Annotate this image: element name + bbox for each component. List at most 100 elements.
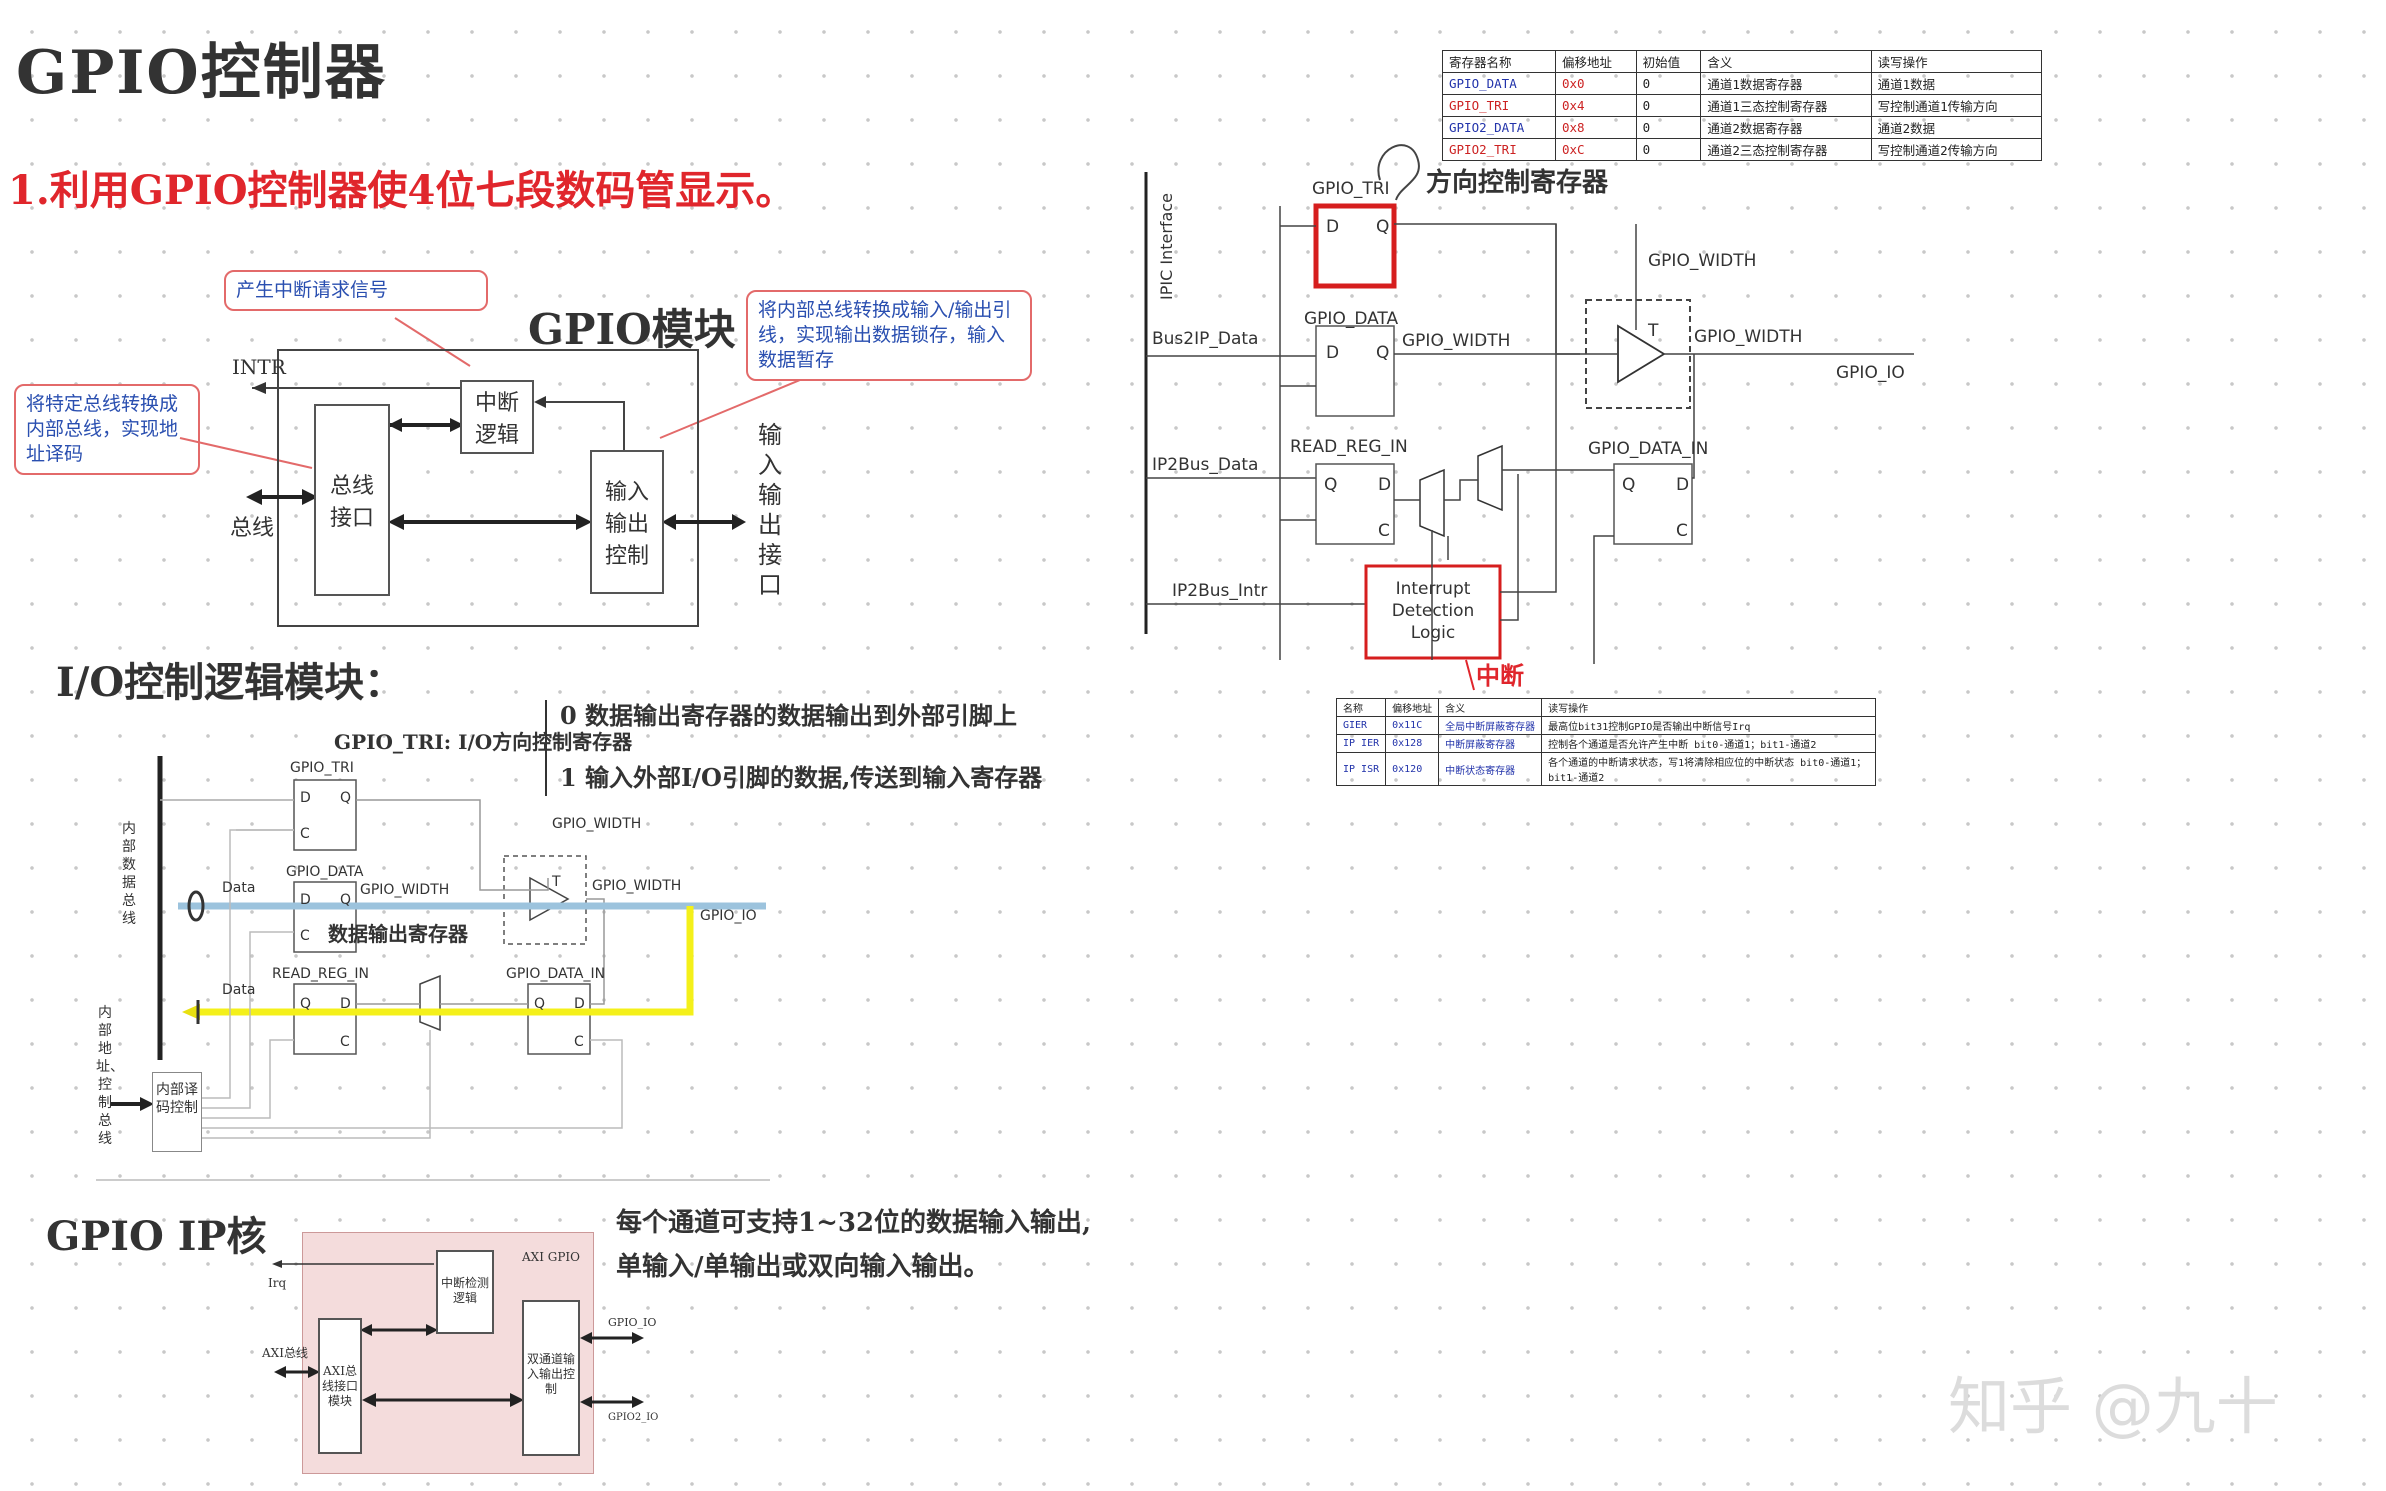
axi-bus-label: AXI总线 (262, 1346, 308, 1360)
table-row: GIER 0x11C 全局中断屏蔽寄存器 最高位bit31控制GPIO是否输出中… (1335, 716, 1876, 735)
gpio-io-label: GPIO_IO (700, 908, 757, 924)
ipic-datain-d: D (1676, 475, 1689, 495)
ipic-buffer-t: T (1647, 321, 1659, 341)
ipic-tri-d: D (1326, 217, 1339, 237)
ipic-gpio-data-label: GPIO_DATA (1304, 309, 1398, 329)
th-init: 初始值 (1635, 50, 1702, 73)
ip-core-title: GPIO IP核 (46, 1213, 267, 1260)
table-row: GPIO2_TRI 0xC 0 通道2三态控制寄存器 写控制通道2传输方向 (1442, 138, 2043, 161)
interrupt-detection-logic-label: Interrupt Detection Logic (1391, 579, 1475, 643)
table-row: GPIO_TRI 0x4 0 通道1三态控制寄存器 写控制通道1传输方向 (1442, 94, 2043, 117)
gpio-io-port-label: GPIO_IO (608, 1316, 657, 1329)
ipic-gpio-data-in-label: GPIO_DATA_IN (1588, 439, 1708, 459)
bus-interface-block: 总线接口 (314, 404, 390, 596)
gpio-tri-label: GPIO_TRI (290, 760, 354, 776)
read-reg-in-label: READ_REG_IN (272, 966, 369, 982)
dual-channel-label: 双通道输入输出控制 (526, 1352, 575, 1396)
datain-q-label: Q (534, 996, 545, 1012)
data-label-1: Data (222, 880, 255, 896)
ith-meaning: 含义 (1438, 698, 1543, 717)
ith-offset: 偏移地址 (1385, 698, 1440, 717)
io-control-block: 输入输出控制 (590, 450, 664, 594)
read-c-label: C (340, 1034, 350, 1050)
ipic-gpio-width-1: GPIO_WIDTH (1648, 251, 1756, 271)
ip-core-note-2: 单输入/单输出或双向输入输出。 (616, 1252, 990, 1282)
decoder-label: 内部译码控制 (156, 1082, 198, 1116)
callout-interrupt: 产生中断请求信号 (224, 270, 488, 311)
datain-c-label: C (574, 1034, 584, 1050)
ith-name: 名称 (1335, 698, 1387, 717)
dual-channel-block: 双通道输入输出控制 (522, 1300, 580, 1456)
data-d-label: D (300, 892, 311, 908)
irq-label: Irq (268, 1276, 287, 1290)
tri-register-note: GPIO_TRI: I/O方向控制寄存器 (334, 730, 633, 754)
ipic-read-reg-in-label: READ_REG_IN (1290, 437, 1408, 457)
datain-d-label: D (574, 996, 585, 1012)
zhihu-watermark: 知乎 @九十 (1948, 1370, 2278, 1443)
interrupt-register-table: 名称 偏移地址 含义 读写操作 GIER 0x11C 全局中断屏蔽寄存器 最高位… (1335, 698, 1876, 786)
gpio-width-label-3: GPIO_WIDTH (592, 878, 681, 894)
ipic-tri-q: Q (1376, 217, 1389, 237)
interrupt-logic-block: 中断逻辑 (460, 380, 534, 454)
interrupt-note: 中断 (1476, 661, 1524, 690)
gpio-width-label-2: GPIO_WIDTH (360, 882, 449, 898)
ipic-gpio-width-2: GPIO_WIDTH (1402, 331, 1510, 351)
table-row: GPIO2_DATA 0x8 0 通道2数据寄存器 通道2数据 (1442, 116, 2043, 139)
axi-interface-label: AXI总线接口模块 (321, 1364, 358, 1408)
ip-core-note-1: 每个通道可支持1~32位的数据输入输出, (616, 1208, 1092, 1238)
bus-interface-label: 总线接口 (329, 474, 374, 531)
tri-q-label: Q (340, 790, 351, 806)
ip2bus-intr-label: IP2Bus_Intr (1172, 581, 1267, 601)
ipic-data-q: Q (1376, 343, 1389, 363)
ipic-data-d: D (1326, 343, 1339, 363)
tri-bit1-note: 1 输入外部I/O引脚的数据,传送到输入寄存器 (560, 763, 1043, 792)
ipic-read-q: Q (1324, 475, 1337, 495)
interrupt-table-header: 名称 偏移地址 含义 读写操作 (1335, 698, 1876, 717)
gpio2-io-port-label: GPIO2_IO (608, 1412, 659, 1423)
callout-bus: 将特定总线转换成内部总线，实现地址译码 (14, 384, 200, 475)
gpio-data-label: GPIO_DATA (286, 864, 364, 880)
buffer-t-label: T (551, 874, 561, 890)
read-d-label: D (340, 996, 351, 1012)
page-title: GPIO控制器 (16, 38, 387, 108)
read-q-label: Q (300, 996, 311, 1012)
int-detect-block: 中断检测逻辑 (436, 1250, 494, 1334)
callout-io: 将内部总线转换成输入/输出引线，实现输出数据锁存，输入数据暂存 (746, 290, 1032, 381)
io-port-label: 输入输出接口 (758, 421, 782, 599)
data-register-note: 数据输出寄存器 (328, 922, 468, 946)
data-label-2: Data (222, 982, 255, 998)
ipic-gpio-width-3: GPIO_WIDTH (1694, 327, 1802, 347)
intr-label: INTR (232, 355, 286, 379)
register-table: 寄存器名称 偏移地址 初始值 含义 读写操作 GPIO_DATA 0x0 0 通… (1442, 50, 2043, 161)
tri-bit0-note: 0 数据输出寄存器的数据输出到外部引脚上 (560, 701, 1018, 730)
gpio-data-in-label: GPIO_DATA_IN (506, 966, 605, 982)
table-row: GPIO_DATA 0x0 0 通道1数据寄存器 通道1数据 (1442, 72, 2043, 95)
table-row: IP ISR 0x120 中断状态寄存器 各个通道的中断请求状态，写1将清除相应… (1335, 752, 1876, 786)
axi-interface-block: AXI总线接口模块 (318, 1318, 362, 1454)
tri-c-label: C (300, 826, 310, 842)
ip2bus-data-label: IP2Bus_Data (1152, 455, 1258, 475)
tri-d-label: D (300, 790, 311, 806)
bus-label: 总线 (230, 516, 275, 541)
io-logic-title: I/O控制逻辑模块： (56, 659, 405, 706)
purpose-text: 1.利用GPIO控制器使4位七段数码管显示。 (8, 167, 796, 214)
ipic-gpio-io-label: GPIO_IO (1836, 363, 1905, 383)
data-q-label: Q (340, 892, 351, 908)
table-row: IP IER 0x128 中断屏蔽寄存器 控制各个通道是否允许产生中断 bit0… (1335, 734, 1876, 753)
axi-gpio-label: AXI GPIO (522, 1250, 581, 1264)
ipic-read-d: D (1378, 475, 1391, 495)
ipic-interface-label: IPIC Interface (1157, 193, 1176, 300)
bus2ip-data-label: Bus2IP_Data (1152, 329, 1258, 349)
decoder-block: 内部译码控制 (152, 1072, 202, 1152)
gpio-module-title: GPIO模块 (528, 305, 736, 354)
ith-rw: 读写操作 (1541, 698, 1876, 717)
internal-data-bus-label: 内部数据总线 (122, 821, 136, 927)
ipic-read-c: C (1378, 521, 1390, 541)
int-detect-label: 中断检测逻辑 (440, 1276, 489, 1305)
data-c-label: C (300, 928, 310, 944)
ipic-datain-q: Q (1622, 475, 1635, 495)
